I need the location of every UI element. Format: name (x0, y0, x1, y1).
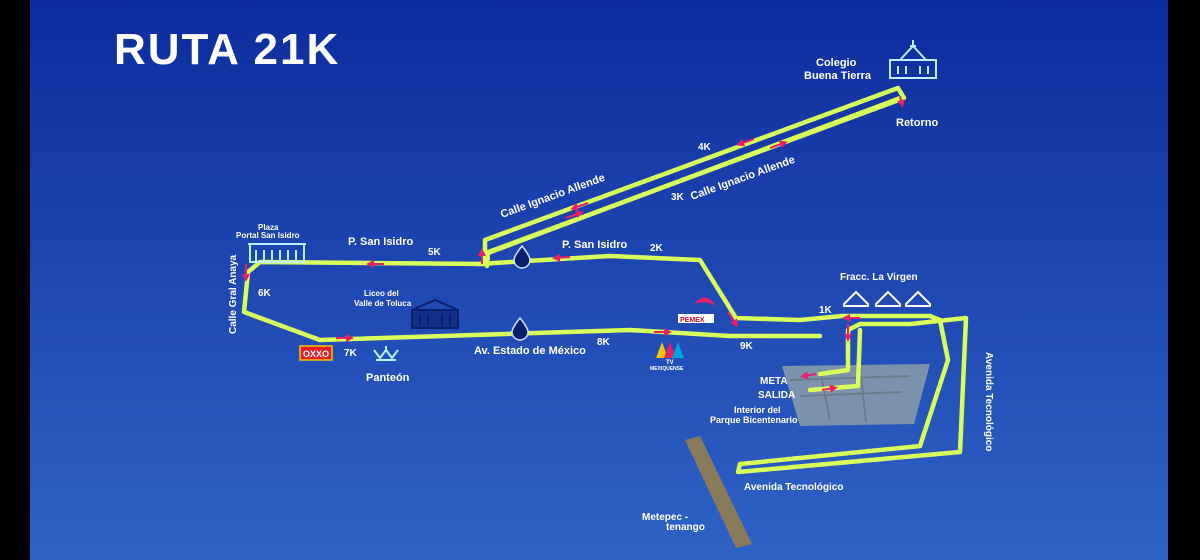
plaza-label: Plaza (258, 223, 279, 232)
mexiquense-label: MEXIQUENSE (650, 366, 684, 372)
interior-label: Interior del (734, 405, 781, 415)
direction-arrow-icon (552, 253, 571, 262)
san-isidro-left-label: P. San Isidro (348, 236, 413, 248)
valle-toluca-label: Valle de Toluca (354, 299, 412, 308)
route-map: RUTA 21K Colegio Buena Tierra Retorno 4K… (30, 0, 1168, 560)
cemetery-icon (373, 346, 399, 361)
direction-arrows (242, 95, 905, 393)
water-drop-icon (511, 316, 529, 341)
direction-arrow-icon (570, 202, 589, 211)
portal-label: Portal San Isidro (236, 231, 300, 240)
houses-icon (843, 290, 931, 307)
avenida-bottom-label: Avenida Tecnológico (744, 482, 843, 493)
km-5-label: 5K (428, 247, 442, 258)
pemex-logo-icon: PEMEX (678, 297, 716, 324)
page-title: RUTA 21K (114, 25, 340, 74)
tv-label: TV (666, 360, 674, 366)
avenida-vertical-label: Avenida Tecnológico (983, 352, 994, 451)
direction-arrow-icon (565, 210, 584, 219)
direction-arrow-icon (736, 138, 755, 147)
buena-tierra-label: Buena Tierra (804, 70, 872, 82)
panteon-label: Panteón (366, 372, 410, 384)
direction-arrow-icon (769, 140, 788, 149)
km-2-label: 2K (650, 243, 664, 254)
km-8-label: 8K (597, 337, 611, 348)
map-background (30, 0, 1168, 560)
direction-arrow-icon (800, 371, 817, 380)
colegio-label: Colegio (816, 57, 857, 69)
fracc-virgen-label: Fracc. La Virgen (840, 272, 918, 283)
direction-arrow-icon (727, 311, 739, 328)
direction-arrow-icon (821, 384, 838, 393)
park-map-icon (782, 364, 930, 426)
salida-label: SALIDA (758, 390, 795, 401)
plaza-arch-icon (248, 243, 306, 263)
gral-anaya-label: Calle Gral Anaya (228, 254, 239, 334)
km-3-label: 3K (671, 192, 685, 203)
km-9-label: 9K (740, 341, 754, 352)
tenango-label: tenango (666, 522, 705, 533)
oxxo-label: OXXO (303, 349, 329, 359)
km-4-label: 4K (698, 142, 712, 153)
direction-arrow-icon (897, 95, 905, 108)
san-isidro-mid-label: P. San Isidro (562, 239, 627, 251)
oxxo-logo-icon: OXXO (299, 345, 333, 361)
school-icon (889, 40, 937, 79)
metepec-label: Metepec - (642, 512, 688, 523)
km-1-label: 1K (819, 305, 833, 316)
pemex-label: PEMEX (680, 317, 705, 324)
parque-label: Parque Bicentenario (710, 415, 798, 425)
building-icon (411, 298, 459, 329)
tv-mexiquense-logo-icon: TV MEXIQUENSE (650, 342, 684, 372)
km-7-label: 7K (344, 348, 358, 359)
metepec-tenango-road (685, 436, 752, 548)
liceo-label: Liceo del (364, 289, 399, 298)
km-6-label: 6K (258, 288, 272, 299)
retorno-label: Retorno (896, 117, 938, 129)
estado-mexico-label: Av. Estado de México (474, 345, 586, 357)
water-drop-icon (513, 244, 531, 269)
meta-label: META (760, 376, 788, 387)
